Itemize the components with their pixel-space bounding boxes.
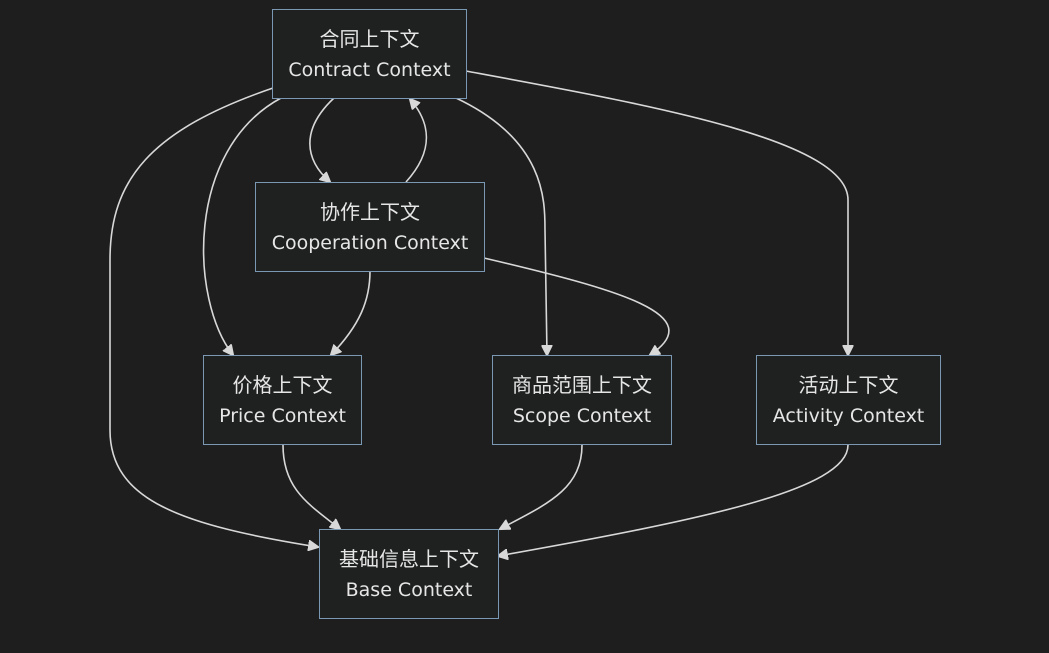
node-label-zh: 协作上下文 [320, 200, 420, 224]
edge-price-to-base [282, 444, 340, 529]
edge-cooperation-to-scope [483, 257, 670, 355]
node-label-en: Base Context [345, 579, 473, 601]
edge-activity-to-base [498, 444, 849, 556]
node-cooperation-context[interactable]: 协作上下文 Cooperation Context [255, 182, 485, 272]
node-contract-context[interactable]: 合同上下文 Contract Context [272, 9, 467, 99]
node-label-zh: 基础信息上下文 [339, 547, 479, 571]
node-label-en: Cooperation Context [271, 232, 469, 254]
node-label-zh: 商品范围上下文 [512, 373, 652, 397]
edge-contract-to-activity [465, 70, 848, 355]
node-activity-context[interactable]: 活动上下文 Activity Context [756, 355, 941, 445]
edge-contract-to-price [202, 97, 282, 355]
node-price-context[interactable]: 价格上下文 Price Context [203, 355, 362, 445]
node-label-en: Activity Context [772, 405, 925, 427]
node-label-zh: 价格上下文 [232, 373, 333, 397]
node-label-en: Price Context [219, 405, 346, 427]
edge-cooperation-to-contract [405, 99, 428, 183]
node-label-en: Scope Context [512, 405, 652, 427]
node-base-context[interactable]: 基础信息上下文 Base Context [319, 529, 499, 619]
node-label-en: Contract Context [288, 59, 451, 81]
edge-scope-to-base [500, 444, 583, 529]
node-scope-context[interactable]: 商品范围上下文 Scope Context [492, 355, 672, 445]
edge-contract-to-scope [455, 97, 547, 355]
edge-contract-to-cooperation [309, 97, 335, 182]
edge-cooperation-to-price [331, 270, 371, 355]
edge-contract-to-base [109, 87, 318, 547]
node-label-zh: 合同上下文 [319, 27, 420, 51]
node-label-zh: 活动上下文 [798, 373, 899, 397]
